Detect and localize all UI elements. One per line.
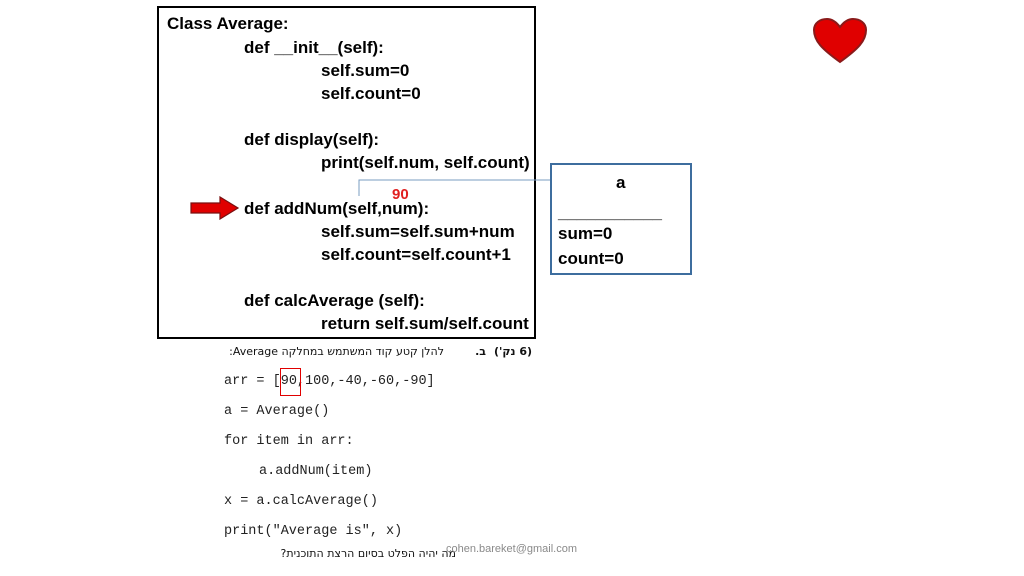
calcaverage-def: def calcAverage (self): [244, 291, 425, 310]
calcaverage-return: return self.sum/self.count [321, 314, 529, 333]
code-line-for: for item in arr: [224, 434, 354, 449]
output-question: מה יהיה הפלט בסיום הרצת התוכנית? [280, 547, 456, 560]
code-arr-rest: ,100,-40,-60,-90] [296, 374, 435, 389]
code-line-calc: x = a.calcAverage() [224, 494, 378, 509]
heart-icon [812, 17, 868, 64]
init-count: self.count=0 [321, 84, 421, 103]
right-arrow-icon [190, 196, 240, 220]
class-definition-box: Class Average: def __init__(self): self.… [157, 6, 536, 339]
addnum-count: self.count=self.count+1 [321, 245, 511, 264]
code-line-addnum: a.addNum(item) [259, 464, 373, 479]
code-line-print: print("Average is", x) [224, 524, 403, 539]
question-letter: ב. [475, 345, 486, 358]
code-line-arr: arr = [90,100,-40,-60,-90] [224, 374, 435, 390]
class-header: Class Average: [167, 14, 289, 33]
code-arr-first: 90 [280, 374, 297, 389]
code-arr-prefix: arr = [ [224, 374, 281, 389]
display-print: print(self.num, self.count) [321, 153, 530, 172]
code-line-create: a = Average() [224, 404, 330, 419]
object-name: a [616, 173, 626, 192]
display-def: def display(self): [244, 130, 380, 149]
question-points: (6 נק') [494, 345, 532, 358]
first-item-highlight [280, 368, 301, 396]
object-instance-box: a ___________ sum=0 count=0 [550, 163, 692, 275]
init-sum: self.sum=0 [321, 61, 410, 80]
addnum-def: def addNum(self,num): [244, 199, 430, 218]
num-value-annotation: 90 [392, 186, 409, 203]
init-def: def __init__(self): [244, 38, 384, 57]
footer-email: cohen.bareket@gmail.com [446, 543, 578, 555]
object-sum: sum=0 [558, 224, 613, 243]
question-text: להלן קטע קוד המשתמש במחלקה Average: [229, 345, 444, 358]
object-separator: ___________ [558, 203, 663, 222]
addnum-sum: self.sum=self.sum+num [321, 222, 515, 241]
object-count: count=0 [558, 249, 624, 268]
